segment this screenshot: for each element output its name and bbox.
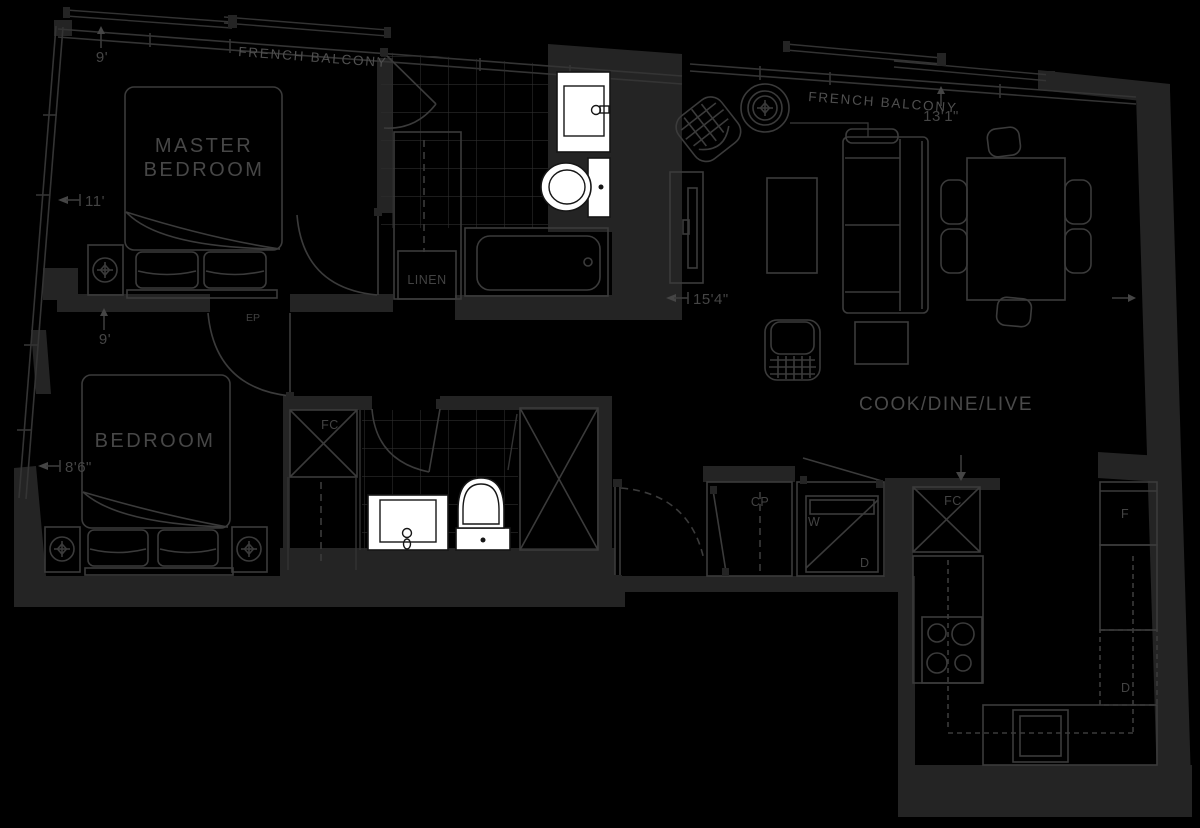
kitchen-foyer-closet: FC — [912, 486, 981, 553]
fc-kitchen-label: FC — [944, 494, 962, 508]
entry: CP W D — [613, 457, 885, 583]
sink-main — [556, 71, 611, 153]
laundry-closet: W D — [796, 457, 885, 577]
side-table-round — [740, 83, 790, 133]
dining-table — [966, 157, 1066, 301]
tv-console — [669, 171, 704, 284]
fc-bedroom-label: FC — [321, 418, 339, 432]
living-dining: COOK/DINE/LIVE — [669, 83, 1092, 415]
dishwasher-label: D — [1121, 681, 1131, 695]
dining-chair — [940, 228, 968, 274]
linen-label: LINEN — [407, 273, 446, 287]
linen-closet: LINEN — [393, 131, 462, 300]
dining-chair — [1064, 228, 1092, 274]
dining-set — [940, 126, 1092, 328]
electrical-panel-label: EP — [246, 312, 260, 324]
master-bed — [124, 86, 283, 299]
window-walls — [17, 25, 1137, 500]
kitchen-sink — [1012, 709, 1069, 763]
bathroom-main-tile-floor — [381, 52, 548, 228]
bedroom-nightstand-left — [44, 526, 81, 573]
dim-living-width: 15'4" — [693, 291, 729, 308]
toilet-second — [455, 477, 511, 551]
bedroom-nightstand-right — [231, 526, 268, 573]
fridge: F — [1099, 481, 1158, 546]
pillow — [87, 529, 149, 567]
bedroom-foyer-closet: FC — [289, 409, 358, 478]
counter-bottom — [982, 704, 1158, 766]
side-table-square — [854, 321, 909, 365]
cooktop — [921, 616, 983, 684]
dining-chair — [1064, 179, 1092, 225]
dim-master-depth: 11' — [85, 193, 105, 210]
accent-chair-top — [675, 96, 742, 163]
dining-chair — [986, 126, 1022, 158]
sink-second — [367, 494, 449, 551]
counter-right — [1099, 544, 1158, 631]
coffee-table — [766, 177, 818, 274]
dim-living-depth: 13'1" — [923, 108, 959, 125]
dim-bedroom-width: 8'6" — [65, 459, 92, 476]
washer-label: W — [808, 515, 820, 529]
pillow — [135, 251, 199, 289]
pillow — [157, 529, 219, 567]
armchair-bottom — [764, 319, 821, 381]
master-nightstand — [87, 244, 124, 296]
bathroom-main: LINEN — [380, 48, 611, 300]
dryer-label: D — [860, 556, 870, 570]
dishwasher: D — [1099, 629, 1158, 706]
dim-master-width: 9' — [96, 49, 108, 66]
master-bedroom: MASTER BEDROOM — [87, 86, 382, 299]
fridge-label: F — [1121, 507, 1129, 521]
shower — [507, 407, 599, 551]
entry-door — [614, 485, 621, 579]
dining-chair — [995, 296, 1033, 328]
sofa — [842, 128, 929, 314]
dining-chair — [940, 179, 968, 225]
balcony-railing-left — [63, 7, 391, 38]
bathroom-second: FC — [287, 399, 599, 570]
bathtub — [464, 227, 609, 297]
dim-bedroom-depth: 9' — [99, 331, 111, 348]
bedroom: BEDROOM EP — [44, 312, 294, 576]
bedroom-bed — [81, 374, 234, 576]
master-bedroom-label-2: BEDROOM — [144, 159, 265, 181]
bedroom-label: BEDROOM — [95, 430, 216, 452]
pillow — [203, 251, 267, 289]
kitchen: FC F D — [912, 455, 1158, 766]
sofa-pillow — [845, 128, 899, 144]
coat-closet: CP — [706, 481, 793, 577]
living-label: COOK/DINE/LIVE — [859, 394, 1033, 415]
balcony-railing-right — [783, 41, 1055, 85]
master-bedroom-label-1: MASTER — [155, 135, 253, 157]
cp-label: CP — [751, 495, 769, 509]
toilet-main — [540, 157, 611, 218]
